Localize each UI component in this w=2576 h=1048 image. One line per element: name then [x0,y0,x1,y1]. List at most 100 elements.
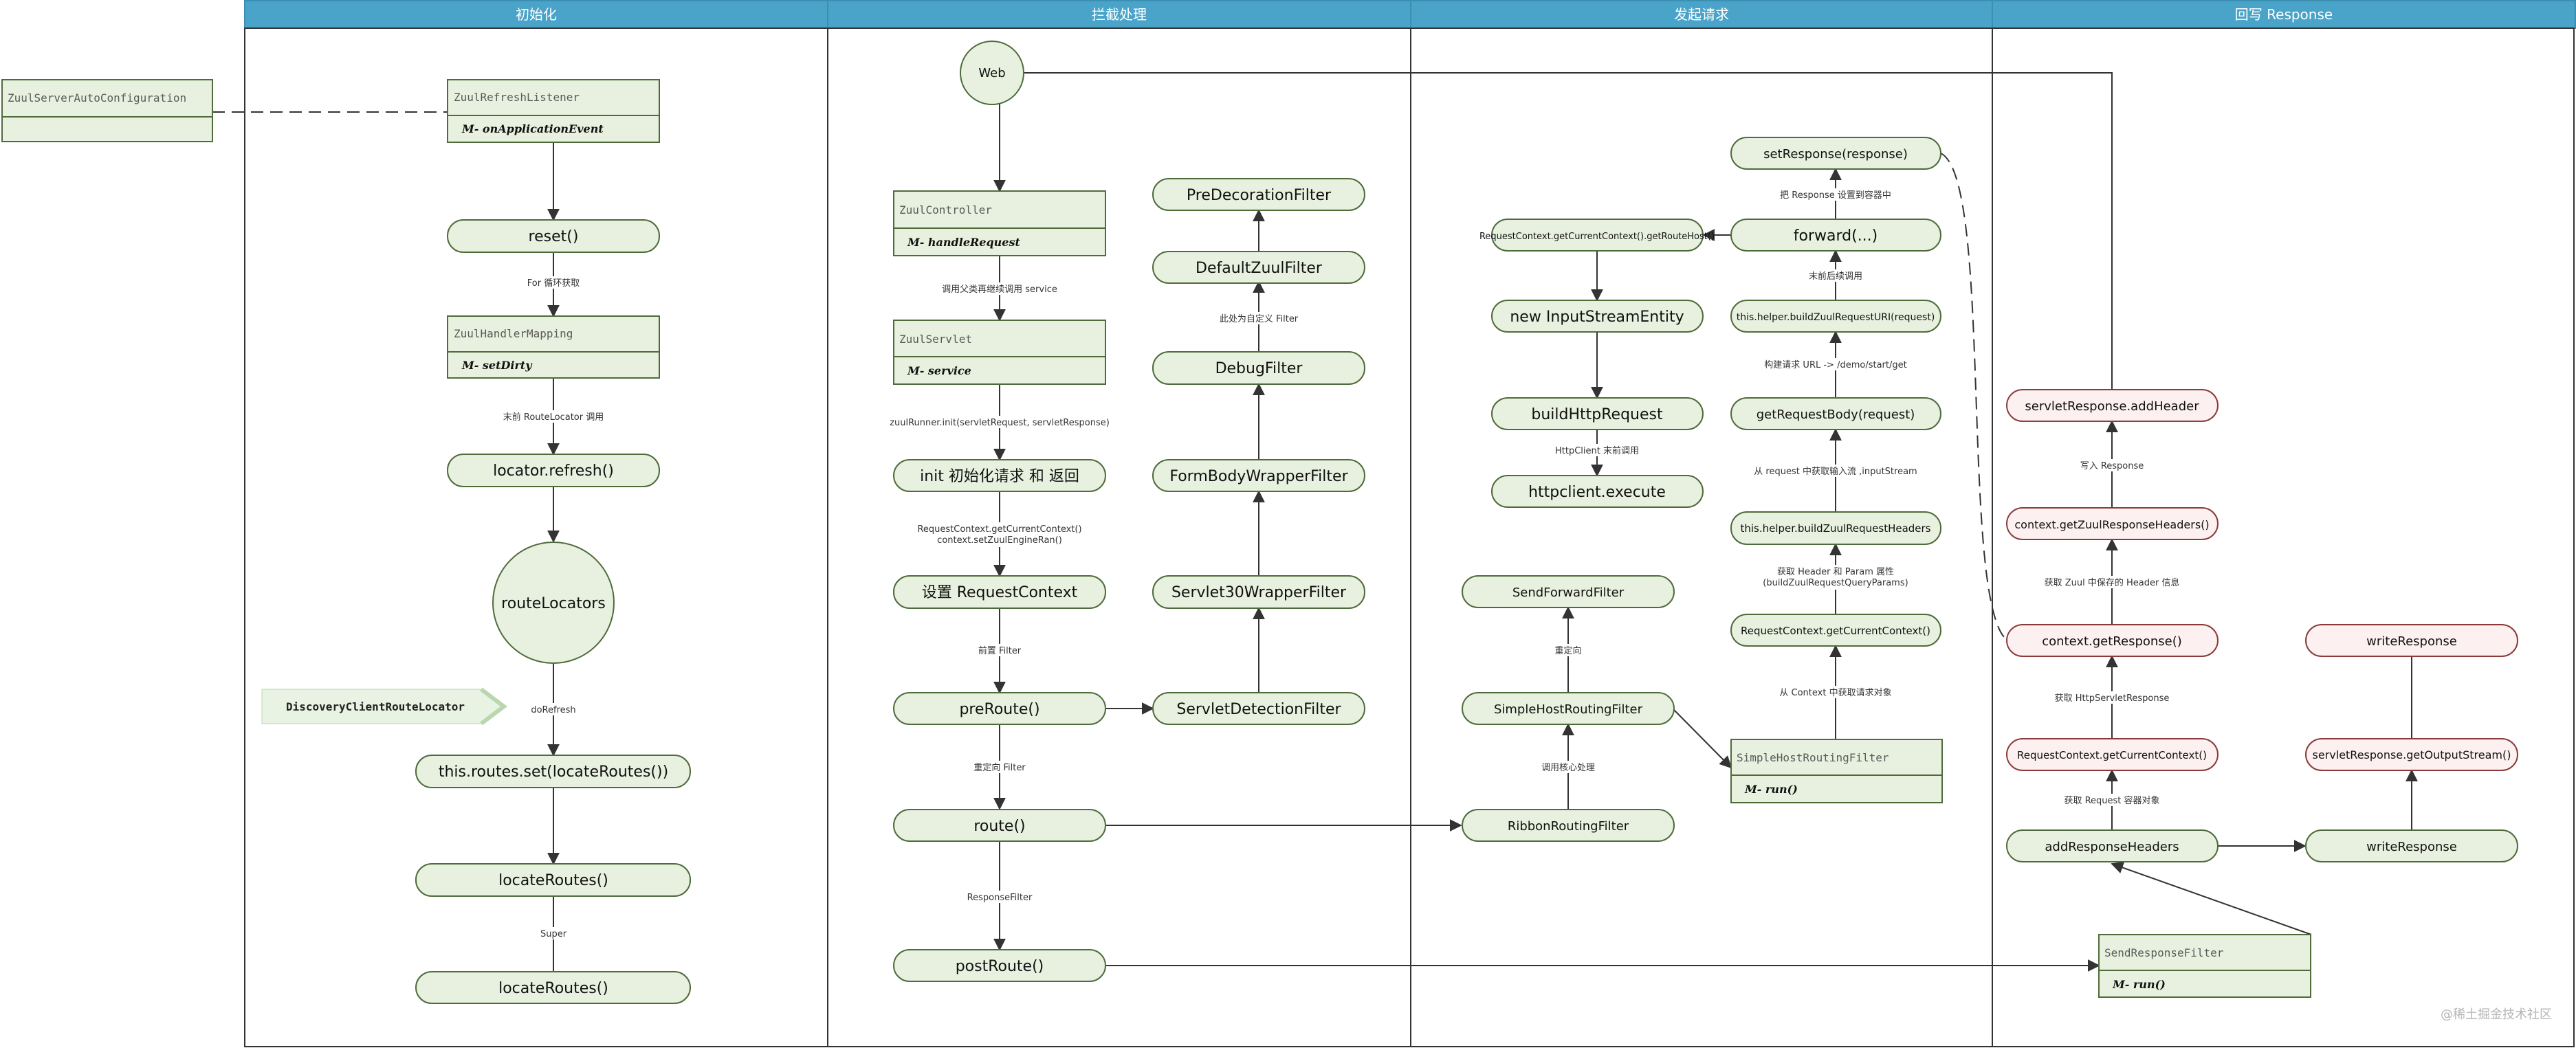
edge-label-write-resp: 写入 Response [2080,461,2144,471]
class-handler-mapping-method: M- setDirty [461,359,533,372]
edge-sendresponse-addheaders [2111,861,2312,935]
default-zuul-label: DefaultZuulFilter [1196,260,1323,277]
locator-refresh-label: locator.refresh() [493,462,614,480]
route-locators-node: routeLocators [492,542,615,664]
form-body-node: FormBodyWrapperFilter [1152,459,1365,492]
pre-route-node: preRoute() [893,692,1106,725]
swimlane-request: 发起请求 [1410,0,1993,1047]
reset-label: reset() [529,228,579,245]
edge-label-route-filter: 重定向 Filter [973,762,1026,773]
edge-label-dorefresh: doRefresh [531,705,575,715]
edge-label-http-servlet: 获取 HttpServletResponse [2055,693,2170,704]
output-stream-node: servletResponse.getOutputStream() [2305,738,2518,771]
web-node-label: Web [978,66,1005,80]
forward-label: forward(...) [1794,227,1878,245]
debug-filter-node: DebugFilter [1152,351,1365,385]
routes-set-node: this.routes.set(locateRoutes()) [415,755,691,788]
class-controller: ZuulController M- handleRequest [893,190,1106,256]
route-locators-label: routeLocators [501,595,606,612]
set-response-node: setResponse(response) [1730,137,1941,170]
edge-setresponse-getresponse [1940,153,2008,641]
class-auto-config-title: ZuulServerAutoConfiguration [8,91,186,104]
default-zuul-node: DefaultZuulFilter [1152,251,1365,284]
init-node: init 初始化请求 和 返回 [893,459,1106,492]
route-node: route() [893,809,1106,842]
write-response-bottom-label: writeResponse [2366,840,2457,854]
ribbon-routing-label: RibbonRoutingFilter [1508,819,1629,834]
class-servlet-title: ZuulServlet [899,333,972,346]
build-http-request-label: buildHttpRequest [1531,406,1663,423]
servlet-detection-node: ServletDetectionFilter [1152,692,1365,725]
get-route-host-label: RequestContext.getCurrentContext().getRo… [1479,232,1715,242]
set-context-label: 设置 RequestContext [922,584,1078,601]
reset-node: reset() [447,219,660,253]
init-label: init 初始化请求 和 返回 [920,468,1079,485]
discovery-locator-tag: DiscoveryClientRouteLocator [261,687,507,726]
edge-label-context-object: 从 Context 中获取请求对象 [1779,688,1891,698]
edge-label-input-stream: 从 request 中获取输入流 ,inputStream [1754,466,1917,477]
zuul-headers-label: context.getZuulResponseHeaders() [2014,518,2209,531]
edge-simple-filterclass [1672,708,1732,769]
edge-label-context-line2: context.setZuulEngineRan() [937,535,1062,546]
watermark-text: @稀土掘金技术社区 [2441,1007,2552,1022]
edge-label-build-url: 构建请求 URL -> /demo/start/get [1764,360,1906,370]
edge-label-super: Super [540,929,567,939]
build-zuul-headers-node: this.helper.buildZuulRequestHeaders [1730,511,1941,545]
edge-label-for-loop: For 循环获取 [527,278,580,289]
route-label: route() [973,818,1025,835]
send-forward-label: SendForwardFilter [1512,586,1625,600]
lane-title-init: 初始化 [516,6,557,23]
set-response-label: setResponse(response) [1763,147,1908,161]
debug-filter-label: DebugFilter [1215,360,1303,377]
edge-label-core-call: 调用核心处理 [1541,763,1595,773]
get-response-node: context.getResponse() [2006,624,2219,657]
add-response-headers-node: addResponseHeaders [2006,829,2219,862]
form-body-label: FormBodyWrapperFilter [1169,468,1348,485]
write-response-top-label: writeResponse [2366,634,2457,649]
class-auto-config: ZuulServerAutoConfiguration [1,79,213,142]
new-input-stream-node: new InputStreamEntity [1491,300,1704,333]
build-http-request-node: buildHttpRequest [1491,397,1704,430]
class-controller-method: M- handleRequest [907,236,1020,249]
edge-labels: For 循环获取 末前 RouteLocator 调用 doRefresh Su… [502,188,2181,939]
servlet30-node: Servlet30WrapperFilter [1152,575,1365,609]
edge-label-context-line1: RequestContext.getCurrentContext() [917,524,1081,535]
new-input-stream-label: new InputStreamEntity [1510,309,1684,326]
edge-label-routelocator-call: 末前 RouteLocator 调用 [503,412,604,423]
get-request-body-node: getRequestBody(request) [1730,397,1941,430]
current-context-label-2: RequestContext.getCurrentContext() [2017,749,2207,761]
post-route-label: postRoute() [956,958,1044,975]
current-context-node-1: RequestContext.getCurrentContext() [1730,614,1941,647]
class-refresh-listener: ZuulRefreshListener M- onApplicationEven… [447,79,660,143]
class-controller-title: ZuulController [899,203,992,216]
swimlane-write-response: 回写 Response [1992,0,2576,1047]
send-forward-node: SendForwardFilter [1462,575,1675,608]
edge-label-header-param-2: (buildZuulRequestQueryParams) [1763,578,1908,588]
edge-label-parent-call: 调用父类再继续调用 service [942,285,1057,295]
add-response-headers-label: addResponseHeaders [2045,840,2179,854]
get-response-label: context.getResponse() [2042,634,2182,649]
pre-decoration-label: PreDecorationFilter [1187,187,1332,204]
edge-label-response-filter: ResponseFilter [967,893,1033,903]
set-context-node: 设置 RequestContext [893,575,1106,609]
edge-label-redirect: 重定向 [1554,645,1581,656]
routes-set-label: this.routes.set(locateRoutes()) [439,763,668,781]
edge-label-header-param-1: 获取 Header 和 Param 属性 [1777,567,1894,577]
pre-route-label: preRoute() [959,701,1039,718]
class-send-response-filter-method: M- run() [2112,978,2166,991]
swimlane-init: 初始化 [244,0,828,1047]
current-context-label-1: RequestContext.getCurrentContext() [1741,625,1930,637]
simple-host-routing-node: SimpleHostRoutingFilter [1462,692,1675,725]
servlet-detection-label: ServletDetectionFilter [1176,701,1341,718]
build-zuul-headers-label: this.helper.buildZuulRequestHeaders [1740,522,1930,535]
pre-decoration-node: PreDecorationFilter [1152,178,1365,211]
edge-label-custom-filter: 此处为自定义 Filter [1220,314,1299,324]
edge-label-request-ctx: 获取 Request 容器对象 [2064,795,2159,806]
class-send-response-filter: SendResponseFilter M- run() [2098,934,2311,998]
class-handler-mapping-title: ZuulHandlerMapping [454,327,573,340]
current-context-node-2: RequestContext.getCurrentContext() [2006,738,2219,771]
web-node: Web [960,41,1024,105]
class-refresh-listener-title: ZuulRefreshListener [454,91,580,104]
edge-web-return [1024,72,2113,626]
